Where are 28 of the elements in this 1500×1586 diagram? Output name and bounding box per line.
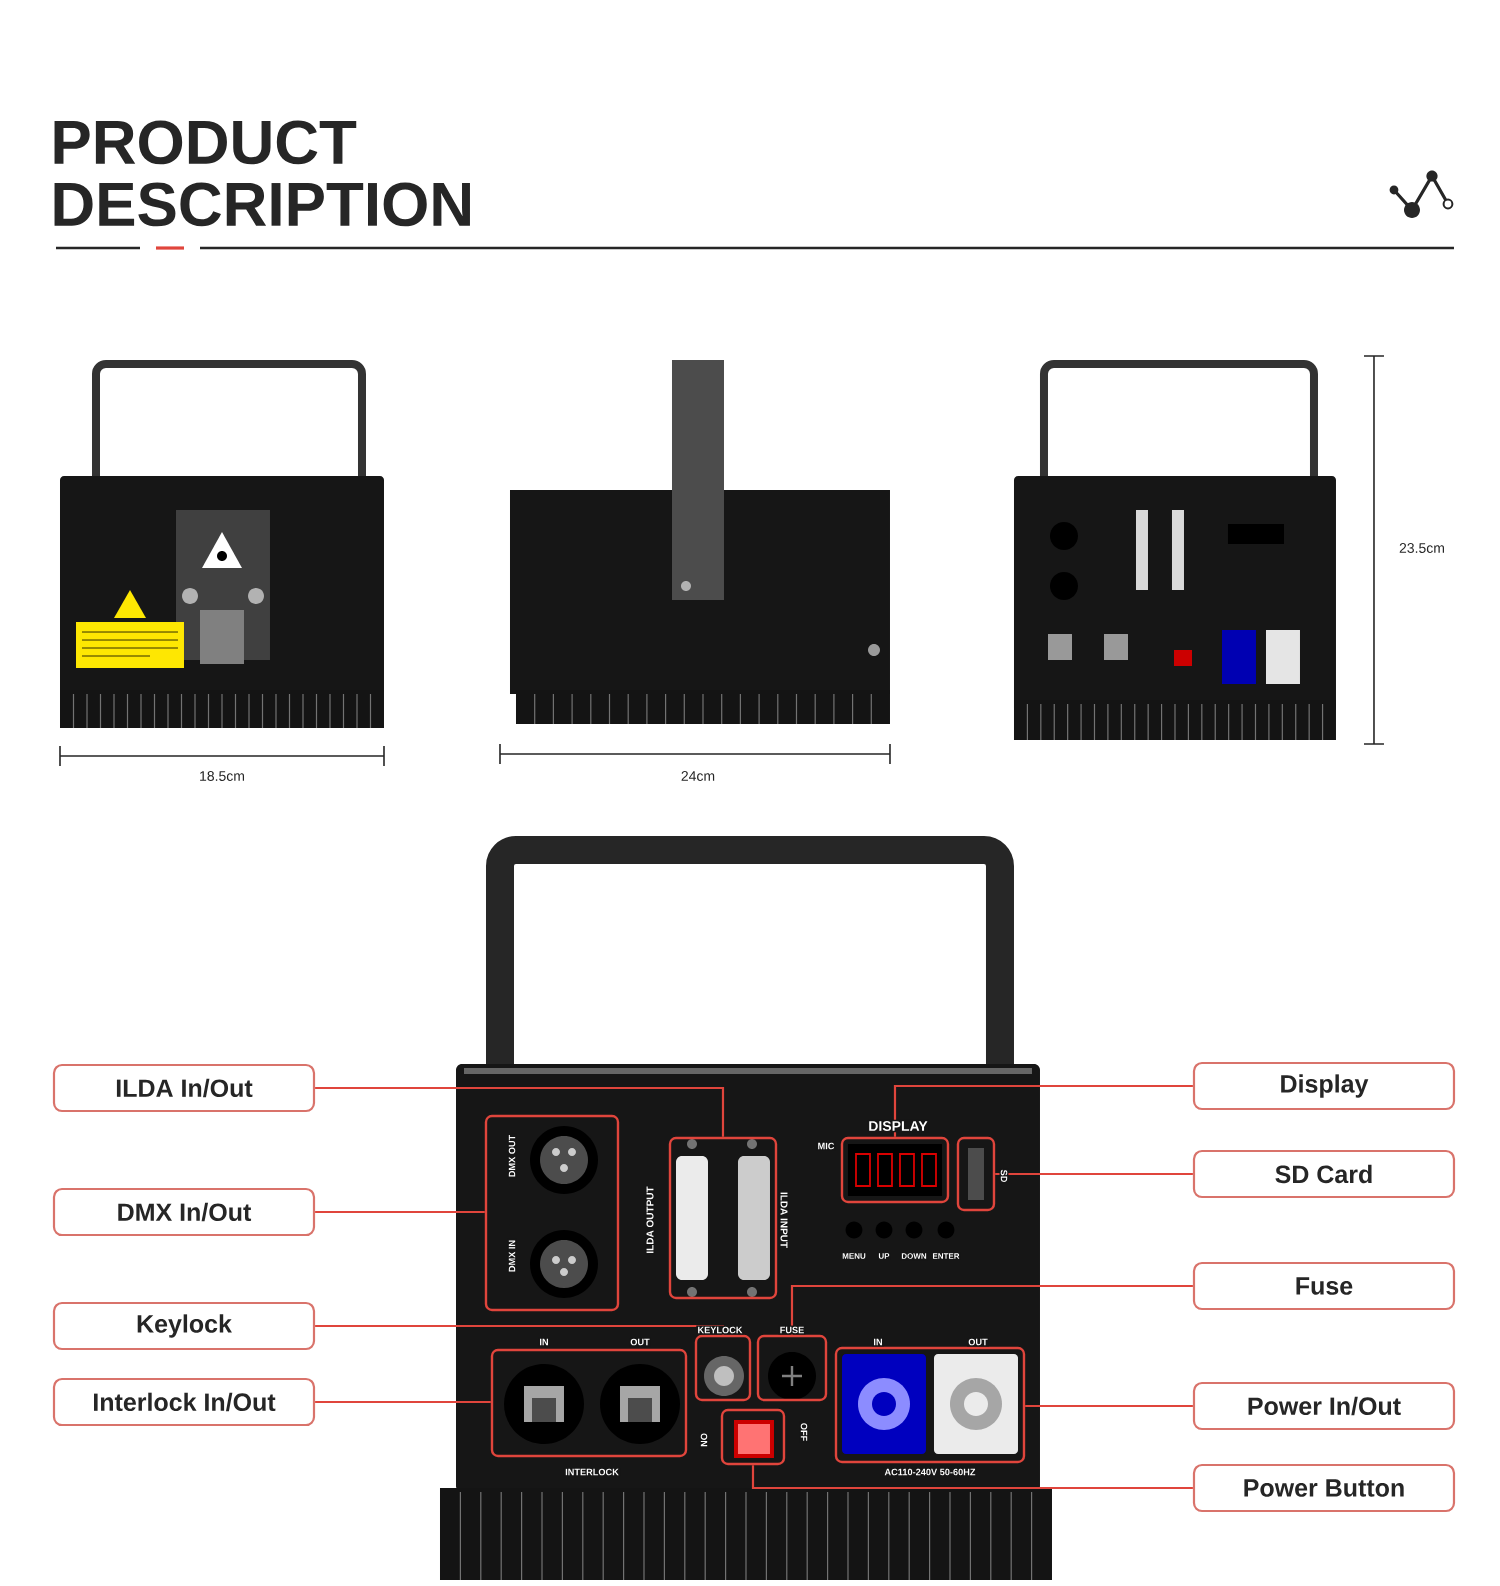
highlight-frame <box>490 1348 688 1458</box>
callout-box: Keylock <box>52 1301 316 1351</box>
highlight-frame <box>840 1136 950 1204</box>
leader-line <box>790 1284 1193 1335</box>
leader-line <box>315 1210 485 1214</box>
callout-box: DMX In/Out <box>52 1187 316 1237</box>
callout-box: Fuse <box>1192 1261 1456 1311</box>
leader-line <box>893 1084 1193 1137</box>
callout-box: Display <box>1192 1061 1456 1111</box>
highlight-frame <box>668 1136 778 1300</box>
highlight-frame <box>694 1334 752 1402</box>
leader-line <box>315 1086 725 1137</box>
callout-box: Power Button <box>1192 1463 1456 1513</box>
callout-box: Power In/Out <box>1192 1381 1456 1431</box>
leader-line <box>315 1324 725 1335</box>
highlight-frame <box>956 1136 996 1212</box>
title: PRODUCT DESCRIPTION <box>54 120 470 227</box>
callout-box: Interlock In/Out <box>52 1377 316 1427</box>
leader-line <box>1025 1404 1193 1408</box>
highlight-frame <box>720 1408 786 1466</box>
highlight-frame <box>484 1114 620 1312</box>
highlight-frame <box>756 1334 828 1402</box>
leader-line <box>751 1465 1193 1490</box>
highlight-frame <box>834 1346 1026 1464</box>
leader-line <box>995 1172 1193 1176</box>
callout-box: ILDA In/Out <box>52 1063 316 1113</box>
callout-box: SD Card <box>1192 1149 1456 1199</box>
leader-line <box>315 1400 491 1404</box>
